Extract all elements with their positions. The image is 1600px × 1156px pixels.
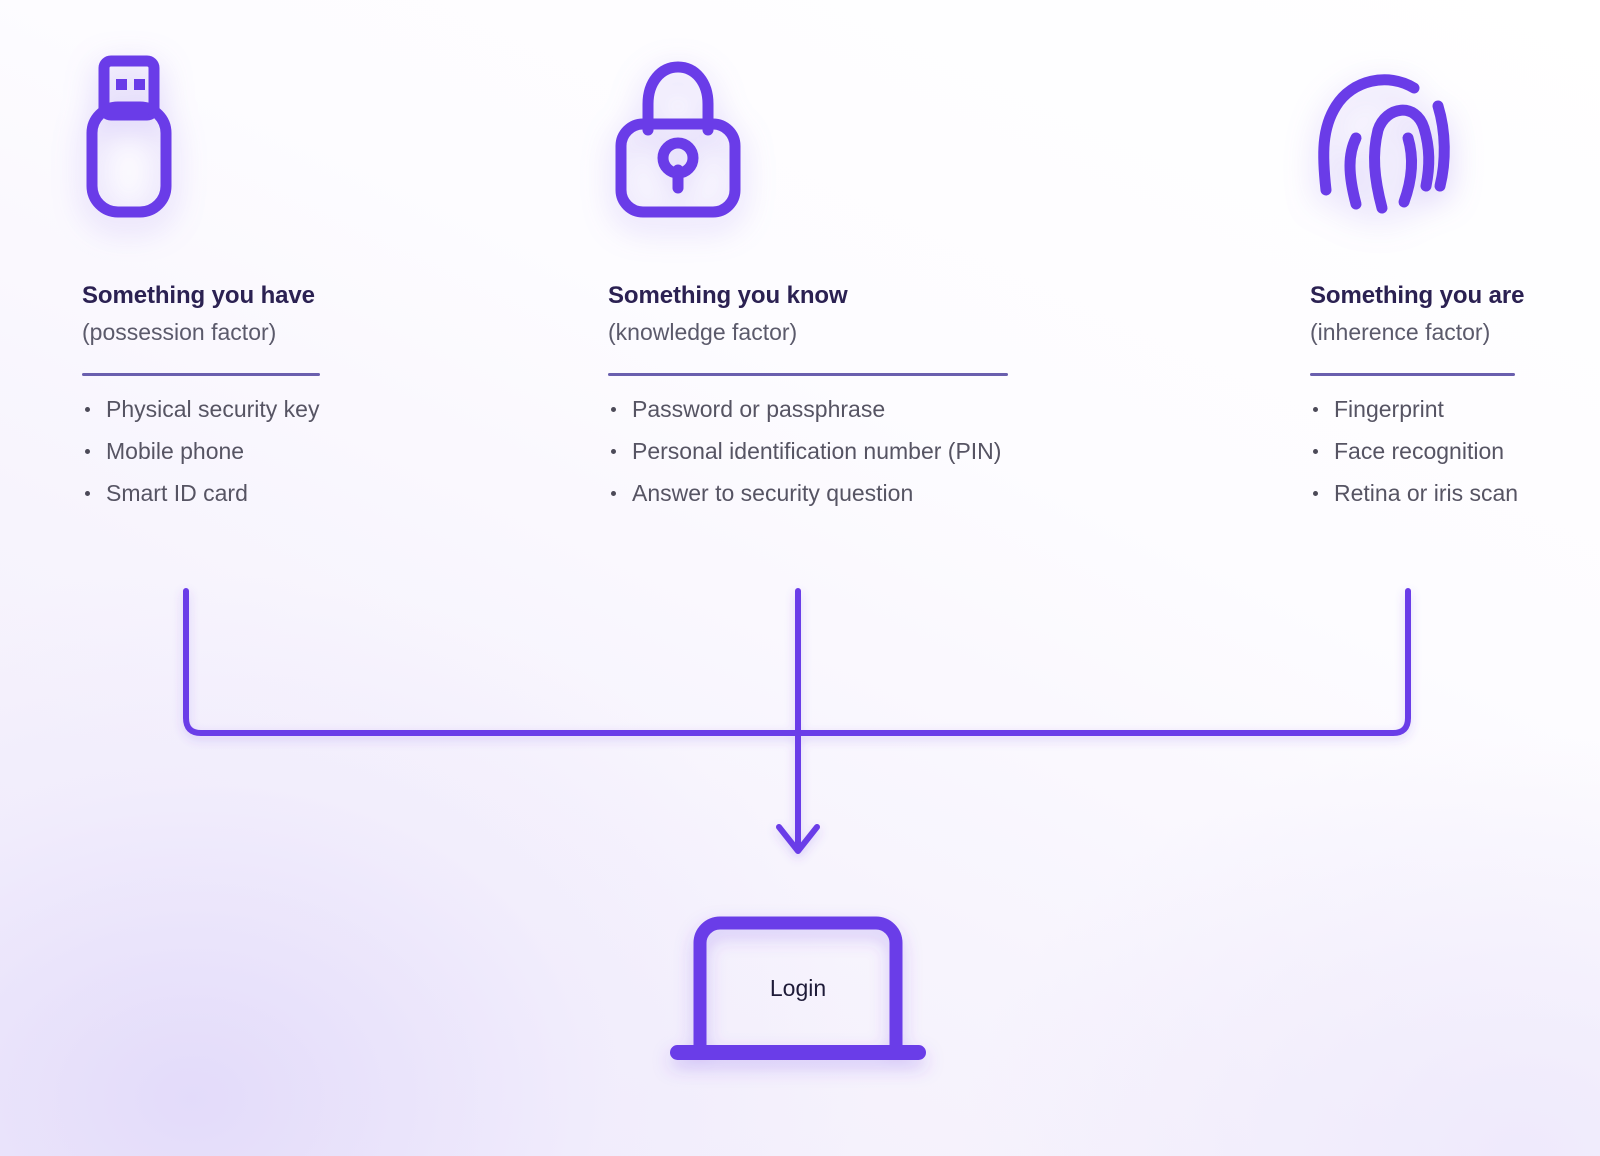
list-item-label: Answer to security question xyxy=(632,480,914,506)
bracket-path xyxy=(183,588,1411,736)
list-item: Password or passphrase xyxy=(608,398,1008,421)
factor-column-knowledge: Something you know (knowledge factor) Pa… xyxy=(608,282,1008,505)
list-item: Mobile phone xyxy=(82,440,320,463)
factor-list: Physical security key Mobile phone Smart… xyxy=(82,398,320,505)
bullet-dot xyxy=(1313,407,1318,412)
list-item-label: Personal identification number (PIN) xyxy=(632,438,1002,464)
list-item: Physical security key xyxy=(82,398,320,421)
bullet-dot xyxy=(1313,449,1318,454)
list-item: Personal identification number (PIN) xyxy=(608,440,1008,463)
down-arrow-icon xyxy=(776,824,820,854)
bullet-dot xyxy=(611,407,616,412)
list-item-label: Fingerprint xyxy=(1334,396,1444,422)
bullet-dot xyxy=(85,449,90,454)
list-item-label: Smart ID card xyxy=(106,480,248,506)
factor-list: Password or passphrase Personal identifi… xyxy=(608,398,1008,505)
column-subtitle: (inherence factor) xyxy=(1310,319,1491,345)
column-title: Something you know xyxy=(608,282,848,309)
usb-drive-icon xyxy=(86,55,180,220)
bullet-dot xyxy=(85,407,90,412)
list-item: Face recognition xyxy=(1310,440,1515,463)
list-item-label: Face recognition xyxy=(1334,438,1505,464)
factor-column-possession: Something you have (possession factor) P… xyxy=(82,282,320,505)
factor-column-inherence: Something you are (inherence factor) Fin… xyxy=(1310,282,1525,506)
login-label: Login xyxy=(769,975,827,1001)
column-divider xyxy=(82,373,320,376)
column-subtitle: (possession factor) xyxy=(82,319,277,345)
fingerprint-icon xyxy=(1312,62,1450,214)
list-item: Smart ID card xyxy=(82,482,320,505)
list-item-label: Physical security key xyxy=(106,396,320,422)
bullet-dot xyxy=(611,491,616,496)
list-item: Answer to security question xyxy=(608,482,1008,505)
list-item-label: Password or passphrase xyxy=(632,396,886,422)
laptop-screen xyxy=(693,916,903,1053)
list-item: Fingerprint xyxy=(1310,398,1515,421)
column-title: Something you are xyxy=(1310,282,1525,309)
list-item: Retina or iris scan xyxy=(1310,480,1519,506)
padlock-icon xyxy=(612,58,744,220)
column-subtitle: (knowledge factor) xyxy=(608,319,798,345)
bullet-dot xyxy=(611,449,616,454)
column-divider xyxy=(1310,373,1515,376)
column-divider xyxy=(608,373,1008,376)
factor-list: Fingerprint Face recognition Retina or i… xyxy=(1310,398,1519,506)
bullet-dot xyxy=(1313,491,1318,496)
laptop-base xyxy=(670,1045,926,1060)
laptop-icon[interactable] xyxy=(660,905,936,1065)
bullet-dot xyxy=(85,491,90,496)
column-title: Something you have xyxy=(82,282,315,309)
list-item-label: Retina or iris scan xyxy=(1334,480,1519,506)
list-item-label: Mobile phone xyxy=(106,438,245,464)
